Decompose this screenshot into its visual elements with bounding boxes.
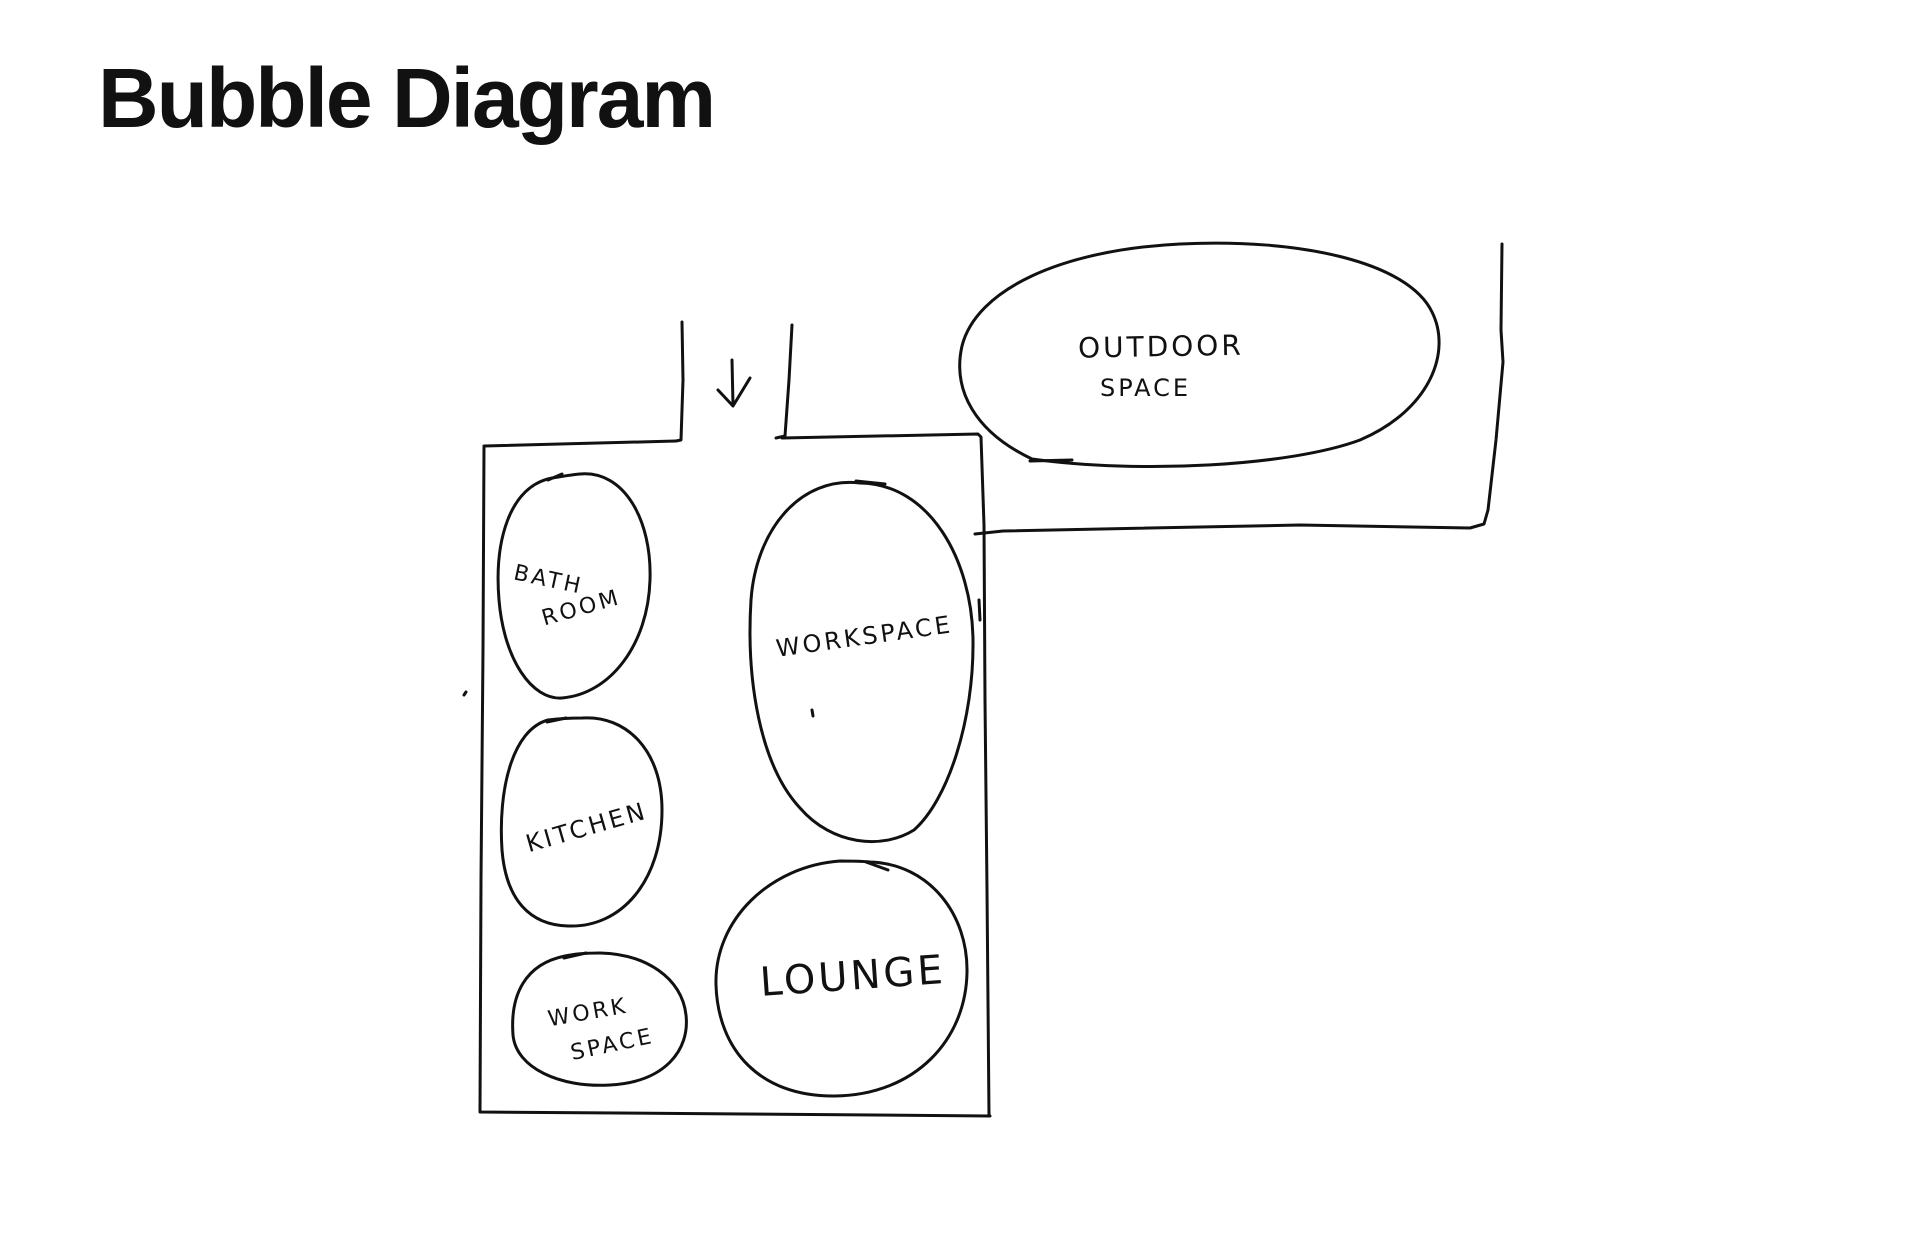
arrow-down-icon	[716, 358, 752, 408]
label-work-space-line1: WORK	[546, 994, 630, 1033]
label-bathroom-line1: BATH	[511, 561, 585, 600]
bubble-work-space-small[interactable]	[511, 951, 688, 1087]
label-work-space-line2: SPACE	[568, 1024, 656, 1066]
entry-wall-right	[774, 323, 794, 440]
outdoor-connector	[973, 242, 1505, 536]
building-outline	[478, 432, 992, 1118]
page-title: Bubble Diagram	[98, 51, 716, 145]
label-workspace: WORKSPACE	[774, 610, 954, 663]
label-lounge: LOUNGE	[759, 947, 948, 1006]
label-outdoor-line1: OUTDOOR	[1078, 329, 1244, 365]
entry-wall-left	[674, 320, 685, 443]
bubble-bathroom[interactable]	[496, 472, 652, 700]
bubble-workspace[interactable]	[748, 480, 975, 843]
bubble-kitchen[interactable]	[499, 716, 664, 928]
connector-stub	[977, 598, 982, 622]
bubble-lounge[interactable]	[714, 859, 969, 1098]
label-outdoor-line2: SPACE	[1100, 374, 1191, 402]
label-kitchen: KITCHEN	[523, 797, 651, 858]
bubble-outdoor[interactable]	[958, 241, 1441, 468]
